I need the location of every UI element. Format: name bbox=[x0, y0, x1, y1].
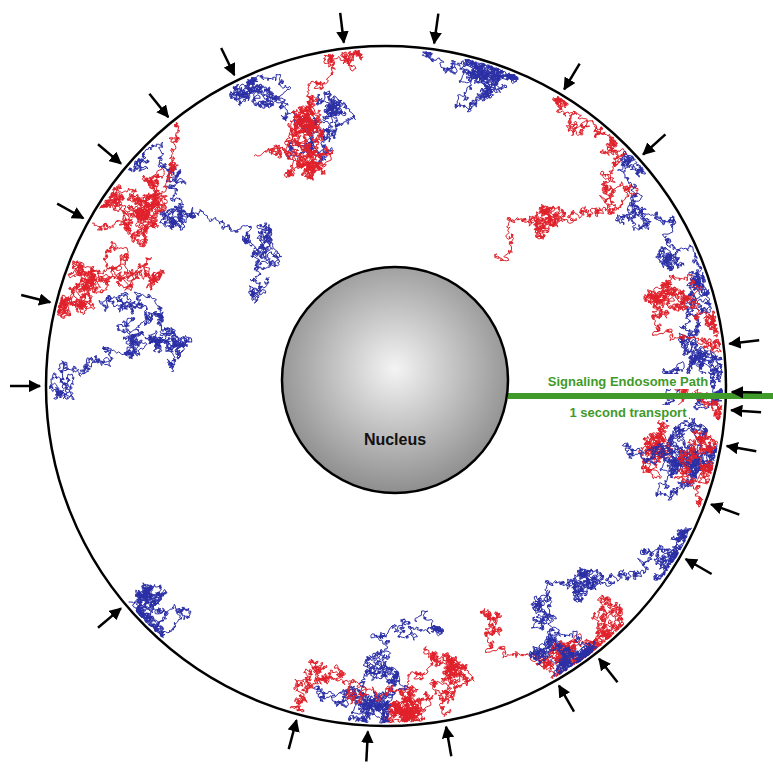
entry-arrow bbox=[10, 385, 40, 388]
entry-arrow bbox=[446, 727, 451, 757]
diffusion-track bbox=[529, 631, 596, 677]
diffusion-track bbox=[254, 50, 363, 180]
diffusion-track bbox=[622, 417, 717, 500]
diffusion-track bbox=[129, 583, 191, 638]
entry-arrow bbox=[732, 391, 762, 394]
endosome-path bbox=[508, 393, 773, 399]
entry-arrow bbox=[289, 720, 297, 749]
entry-arrow bbox=[434, 14, 438, 44]
entry-arrow bbox=[98, 608, 121, 627]
diffusion-track bbox=[481, 595, 624, 678]
nucleus-shape bbox=[280, 265, 510, 495]
nucleus-circle: Nucleus bbox=[280, 265, 510, 495]
entry-arrow bbox=[21, 295, 50, 302]
entry-arrow bbox=[727, 446, 757, 451]
diffusion-track bbox=[290, 659, 397, 712]
diffusion-track bbox=[674, 430, 718, 508]
entry-arrow bbox=[564, 64, 579, 90]
diffusion-tracks bbox=[49, 50, 722, 723]
entry-arrow bbox=[57, 204, 83, 219]
entry-arrow bbox=[686, 559, 712, 574]
entry-arrow bbox=[559, 686, 574, 712]
entry-arrow bbox=[729, 340, 759, 344]
cell-membrane bbox=[46, 46, 726, 726]
entry-arrow bbox=[643, 134, 665, 154]
path-label: 1 second transport bbox=[567, 405, 688, 420]
diffusion-track bbox=[49, 292, 191, 399]
diffusion-track bbox=[314, 611, 444, 723]
entry-arrow bbox=[711, 504, 739, 514]
entry-arrow bbox=[340, 13, 344, 43]
diffusion-track bbox=[644, 274, 721, 352]
nucleus-label: Nucleus bbox=[364, 431, 426, 449]
entry-arrow bbox=[366, 732, 368, 762]
entry-arrow bbox=[149, 94, 168, 117]
entry-arrow bbox=[221, 48, 234, 75]
diffusion-track bbox=[422, 52, 518, 112]
entry-arrow bbox=[731, 410, 761, 412]
entry-arrow bbox=[599, 659, 617, 683]
diffusion-track bbox=[129, 142, 282, 303]
diffusion-track bbox=[495, 96, 638, 261]
diffusion-track bbox=[100, 122, 180, 228]
entry-arrows bbox=[10, 13, 762, 762]
path-label: Signaling Endosome Path bbox=[546, 374, 710, 389]
diffusion-track bbox=[384, 647, 474, 723]
entry-arrow bbox=[98, 144, 121, 163]
